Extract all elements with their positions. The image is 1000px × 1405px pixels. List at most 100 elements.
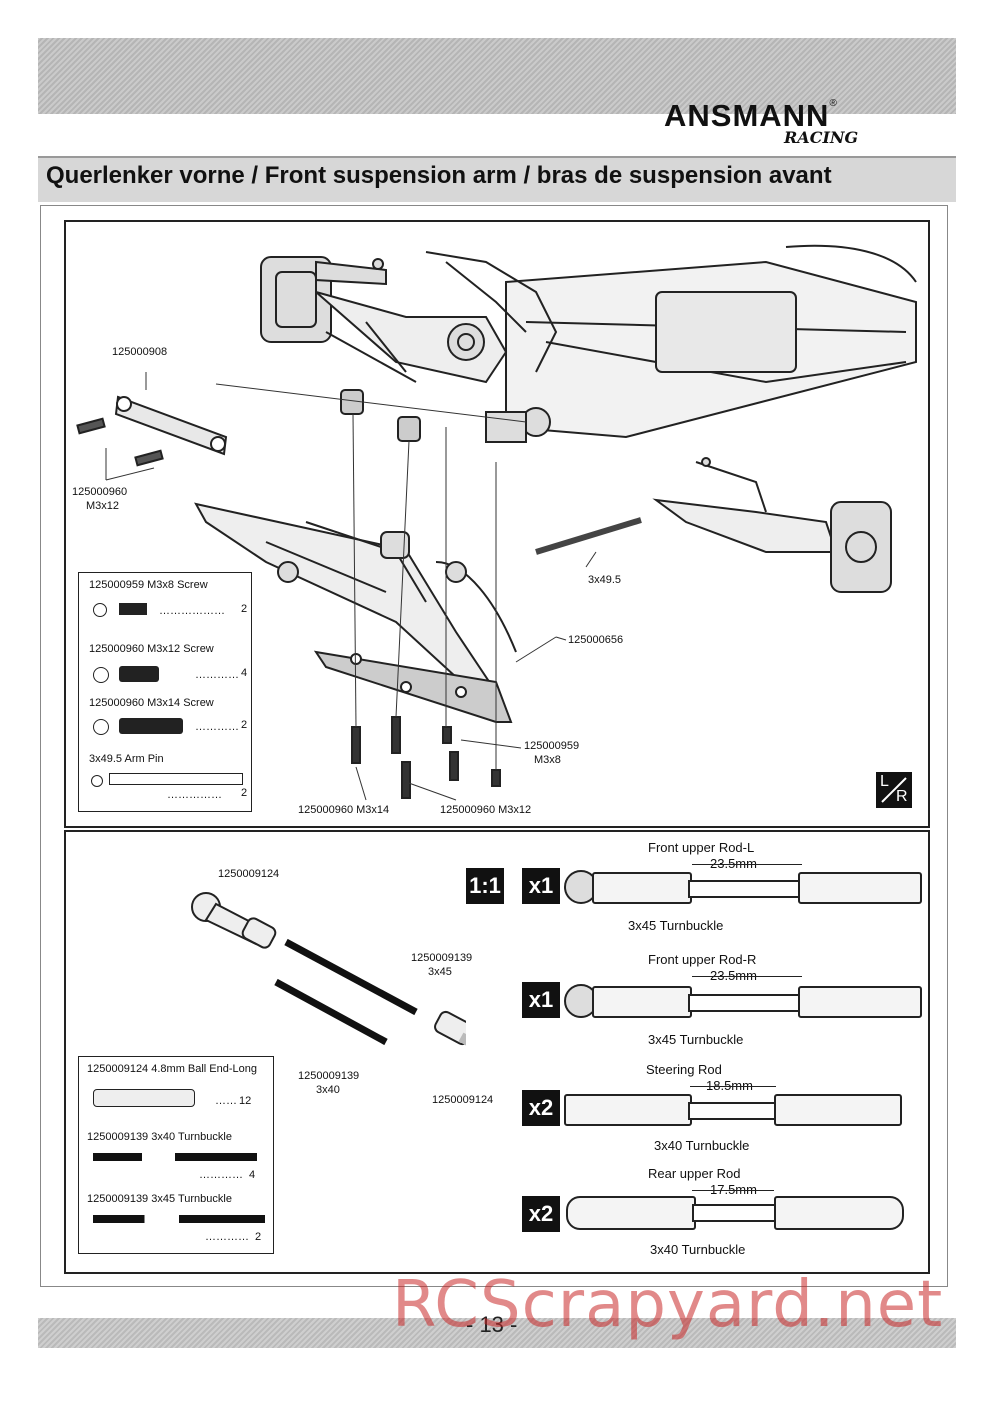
legend-label: 1250009124 4.8mm Ball End-Long — [87, 1063, 258, 1075]
turnbuckle-40-icon — [93, 1153, 257, 1161]
ball-end-body — [798, 872, 922, 904]
legend-qty: 2 — [255, 1231, 262, 1243]
legend-qty: 12 — [239, 1095, 252, 1107]
title-bar — [38, 156, 956, 202]
legend-dots: ………… — [195, 669, 239, 681]
callout-screw-c: 125000960 M3x14 — [298, 804, 390, 816]
legend-dots: ………… — [195, 721, 239, 733]
legend-dots: …… — [215, 1095, 237, 1107]
turnbuckle-legend: 1250009124 4.8mm Ball End-Long …… 12 125… — [78, 1056, 274, 1254]
legend-dots: …………… — [167, 789, 222, 801]
legend-qty: 4 — [249, 1169, 256, 1181]
ball-end-body — [564, 1094, 692, 1126]
qty-badge: x2 — [522, 1196, 560, 1232]
washer-icon — [93, 667, 109, 683]
screw-legend: 125000959 M3x8 Screw ……………… 2 125000960 … — [78, 572, 252, 812]
ball-end-body — [566, 1196, 696, 1230]
screw-icon — [119, 603, 147, 615]
legend-label: 1250009139 3x40 Turnbuckle — [87, 1131, 232, 1143]
dimension-line — [690, 1086, 776, 1087]
turnbuckle-middle — [692, 1204, 778, 1222]
legend-dots: ……………… — [159, 605, 225, 617]
rod-front-upper-left: Front upper Rod-L 23.5mm x1 3x45 Turnbuc… — [522, 836, 922, 936]
watermark: RCScrapyard.net — [392, 1268, 944, 1342]
dimension-line — [692, 1190, 774, 1191]
arm-pin-icon — [109, 773, 243, 785]
screw-icon — [119, 666, 159, 682]
callout-tb40-num: 1250009139 — [298, 1070, 360, 1082]
rod-length: 18.5mm — [706, 1078, 753, 1093]
rod-title: Rear upper Rod — [648, 1166, 741, 1181]
callout-screw-a-size: M3x12 — [86, 500, 120, 512]
header-cutout — [610, 115, 956, 148]
callout-tb40-size: 3x40 — [316, 1084, 340, 1096]
right-letter: R — [896, 788, 908, 805]
qty-badge: x1 — [522, 982, 560, 1018]
rod-length: 23.5mm — [710, 856, 757, 871]
front-arm-exploded-drawing — [76, 244, 917, 801]
legend-label: 3x49.5 Arm Pin — [89, 753, 164, 765]
slash-icon — [881, 777, 907, 803]
legend-qty: 2 — [241, 719, 248, 731]
rod-front-upper-right: Front upper Rod-R 23.5mm x1 3x45 Turnbuc… — [522, 948, 922, 1048]
legend-label: 125000959 M3x8 Screw — [89, 579, 208, 591]
screw-icon — [119, 718, 183, 734]
left-letter: L — [880, 773, 889, 790]
callout-screw-b-num: 125000959 — [524, 740, 580, 752]
brand-sub: RACING — [784, 128, 859, 147]
turnbuckle-panel: 1250009124 1250009139 3x45 1250009139 3x… — [64, 830, 930, 1274]
callout-screw-d: 125000960 M3x12 — [440, 804, 532, 816]
legend-qty: 2 — [241, 603, 248, 615]
left-right-badge: L R — [876, 772, 912, 808]
ball-end-body — [774, 1094, 902, 1126]
callout-ball-end-bottom: 1250009124 — [432, 1094, 494, 1106]
rod-title: Steering Rod — [646, 1062, 722, 1077]
ball-end-icon — [93, 1089, 195, 1107]
ball-end-body — [592, 986, 692, 1018]
callout-tb45-size: 3x45 — [428, 966, 452, 978]
page-number: - 13 - — [466, 1312, 518, 1337]
legend-dots: ………… — [205, 1231, 249, 1243]
turnbuckle-middle — [688, 994, 802, 1012]
callout-upper-arm: 125000908 — [112, 346, 168, 358]
footer-band — [38, 1318, 956, 1348]
callout-arm-pin: 3x49.5 — [588, 574, 622, 586]
callout-screw-a-num: 125000960 — [72, 486, 128, 498]
turnbuckle-middle — [688, 880, 802, 898]
content-frame — [40, 205, 948, 1287]
callout-ball-end-top: 1250009124 — [218, 868, 280, 880]
turnbuckle-middle — [688, 1102, 778, 1120]
rod-part: 3x40 Turnbuckle — [654, 1138, 750, 1153]
dimension-line — [692, 864, 802, 865]
callout-tb45-num: 1250009139 — [411, 952, 473, 964]
legend-qty: 2 — [241, 787, 248, 799]
legend-label: 125000960 M3x12 Screw — [89, 643, 214, 655]
rod-part: 3x45 Turnbuckle — [628, 918, 724, 933]
rod-length: 17.5mm — [710, 1182, 757, 1197]
rod-rear-upper: Rear upper Rod 17.5mm x2 3x40 Turnbuckle — [522, 1162, 922, 1262]
legend-label: 1250009139 3x45 Turnbuckle — [87, 1193, 232, 1205]
turnbuckle-45-icon — [93, 1215, 265, 1223]
turnbuckle-exploded-drawing — [191, 892, 466, 1046]
registered-mark: ® — [829, 98, 837, 109]
callout-lower-arm: 125000656 — [568, 634, 624, 646]
rod-title: Front upper Rod-R — [648, 952, 757, 967]
rod-steering: Steering Rod 18.5mm x2 3x40 Turnbuckle — [522, 1058, 922, 1158]
ball-end-body — [592, 872, 692, 904]
washer-icon — [93, 719, 109, 735]
dimension-line — [692, 976, 802, 977]
rod-length: 23.5mm — [710, 968, 757, 983]
washer-icon — [93, 603, 107, 617]
callout-screw-b-size: M3x8 — [534, 754, 561, 766]
ball-end-body — [774, 1196, 904, 1230]
legend-dots: ………… — [199, 1169, 243, 1181]
washer-icon — [91, 775, 103, 787]
legend-qty: 4 — [241, 667, 248, 679]
front-arm-assembly-panel: 125000908 125000960 M3x12 3x49.5 1250006… — [64, 220, 930, 828]
section-title: Querlenker vorne / Front suspension arm … — [46, 162, 832, 189]
qty-badge: x1 — [522, 868, 560, 904]
rod-part: 3x40 Turnbuckle — [650, 1242, 746, 1257]
legend-label: 125000960 M3x14 Screw — [89, 697, 214, 709]
ball-end-body — [798, 986, 922, 1018]
brand-name: ANSMANN — [664, 98, 830, 133]
